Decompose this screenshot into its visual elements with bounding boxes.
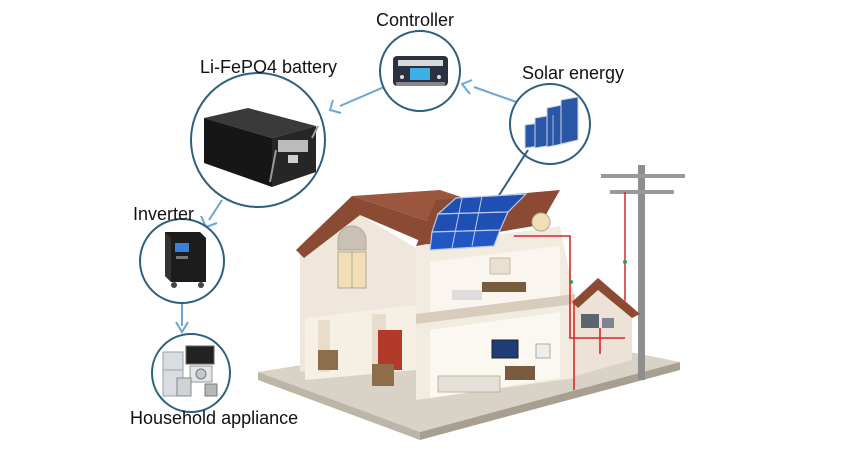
charge-controller-icon: [393, 56, 448, 86]
roof-solar-panels: [429, 193, 528, 251]
inverter-node: [139, 218, 225, 304]
battery-box-icon: [204, 108, 319, 187]
appliances-icon: [162, 345, 218, 397]
solar-node: [509, 83, 591, 165]
house-illustration: [258, 165, 685, 440]
power-wiring: [514, 235, 625, 390]
controller-label: Controller: [376, 10, 455, 30]
arrow-battery-to-inverter: [200, 199, 223, 229]
battery-label: Li-FePO4 battery: [200, 57, 338, 77]
arrow-solar-to-controller: [460, 79, 523, 105]
solar-connector-line: [495, 149, 529, 201]
appliance-node: [151, 333, 231, 413]
arrow-controller-to-battery: [328, 86, 385, 114]
inverter-label: Inverter: [133, 204, 195, 224]
arrow-inverter-to-appliance: [175, 304, 189, 334]
inverter-icon: [165, 232, 206, 288]
battery-node: [190, 72, 326, 208]
controller-node: [379, 30, 461, 112]
solar-energy-label: Solar energy: [522, 63, 625, 83]
solar-panels-icon: [524, 96, 579, 149]
household-appliance-label: Household appliance: [130, 408, 299, 428]
